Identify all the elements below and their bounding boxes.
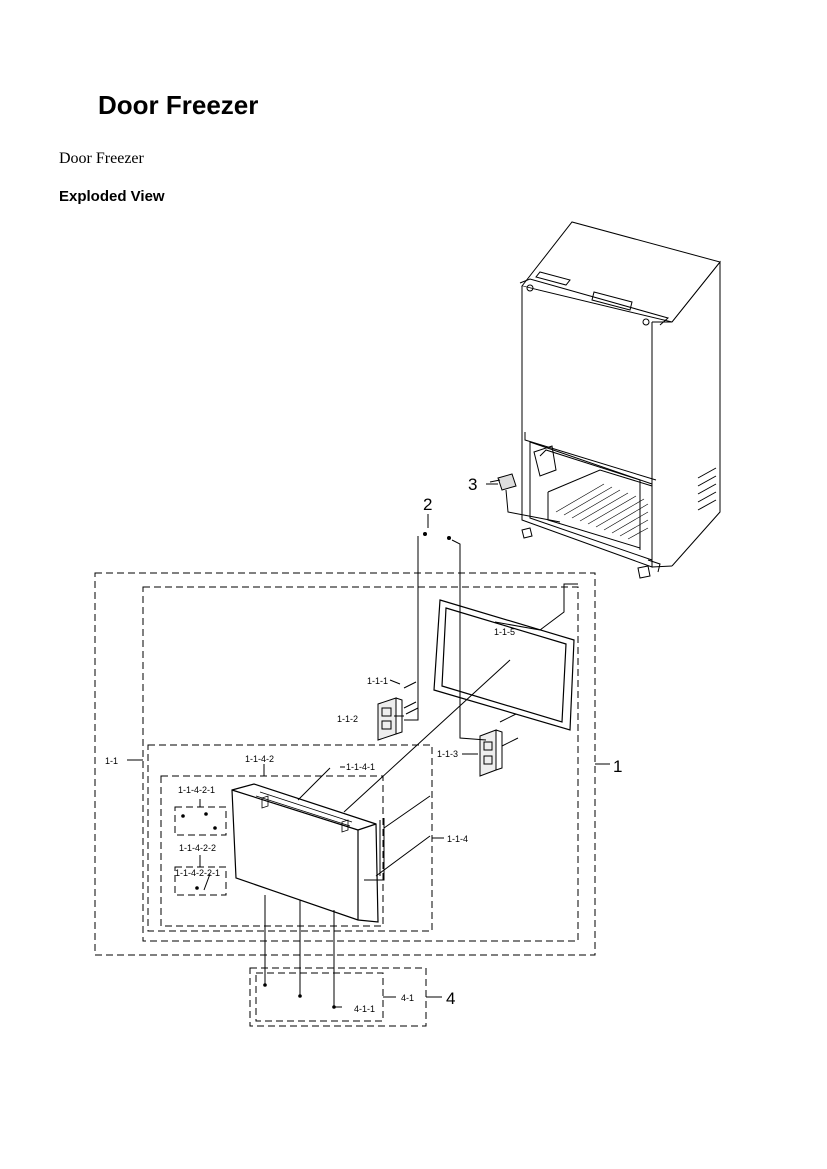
leader-lines bbox=[127, 483, 610, 1008]
page-subtitle: Door Freezer bbox=[59, 150, 144, 167]
callout-1-1: 1-1 bbox=[105, 756, 118, 766]
callout-3: 3 bbox=[468, 475, 477, 494]
callout-4-1-1: 4-1-1 bbox=[354, 1004, 375, 1014]
callout-1-1-1: 1-1-1 bbox=[367, 676, 388, 686]
callout-4-1: 4-1 bbox=[401, 993, 414, 1003]
callout-1-1-4: 1-1-4 bbox=[447, 834, 468, 844]
callout-1-1-2: 1-1-2 bbox=[337, 714, 358, 724]
callout-1: 1 bbox=[613, 757, 622, 776]
callout-1-1-4-2-1: 1-1-4-2-1 bbox=[178, 785, 215, 795]
small-parts bbox=[181, 532, 451, 1009]
callout-1-1-4-2-2-1: 1-1-4-2-2-1 bbox=[175, 868, 220, 878]
callout-1-1-4-1: 1-1-4-1 bbox=[346, 762, 375, 772]
callout-4: 4 bbox=[446, 989, 455, 1008]
callout-1-1-3: 1-1-3 bbox=[437, 749, 458, 759]
callout-1-1-5: 1-1-5 bbox=[494, 627, 515, 637]
section-heading: Exploded View bbox=[59, 188, 165, 205]
page-title: Door Freezer bbox=[98, 90, 259, 120]
callout-1-1-4-2-2: 1-1-4-2-2 bbox=[179, 843, 216, 853]
freezer-door-panel bbox=[231, 783, 379, 923]
door-gasket bbox=[433, 599, 575, 731]
callout-1-1-4-2: 1-1-4-2 bbox=[245, 754, 274, 764]
callout-2: 2 bbox=[423, 495, 432, 514]
hinge-bracket-left bbox=[377, 681, 419, 741]
refrigerator-cabinet bbox=[489, 221, 721, 579]
assembly-boundaries bbox=[94, 572, 596, 1027]
callout-labels: 2 3 1-1-5 1-1-1 1-1-2 1-1-3 1-1 1 1-1-4-… bbox=[105, 475, 622, 1014]
hinge-bracket-right bbox=[479, 713, 519, 777]
